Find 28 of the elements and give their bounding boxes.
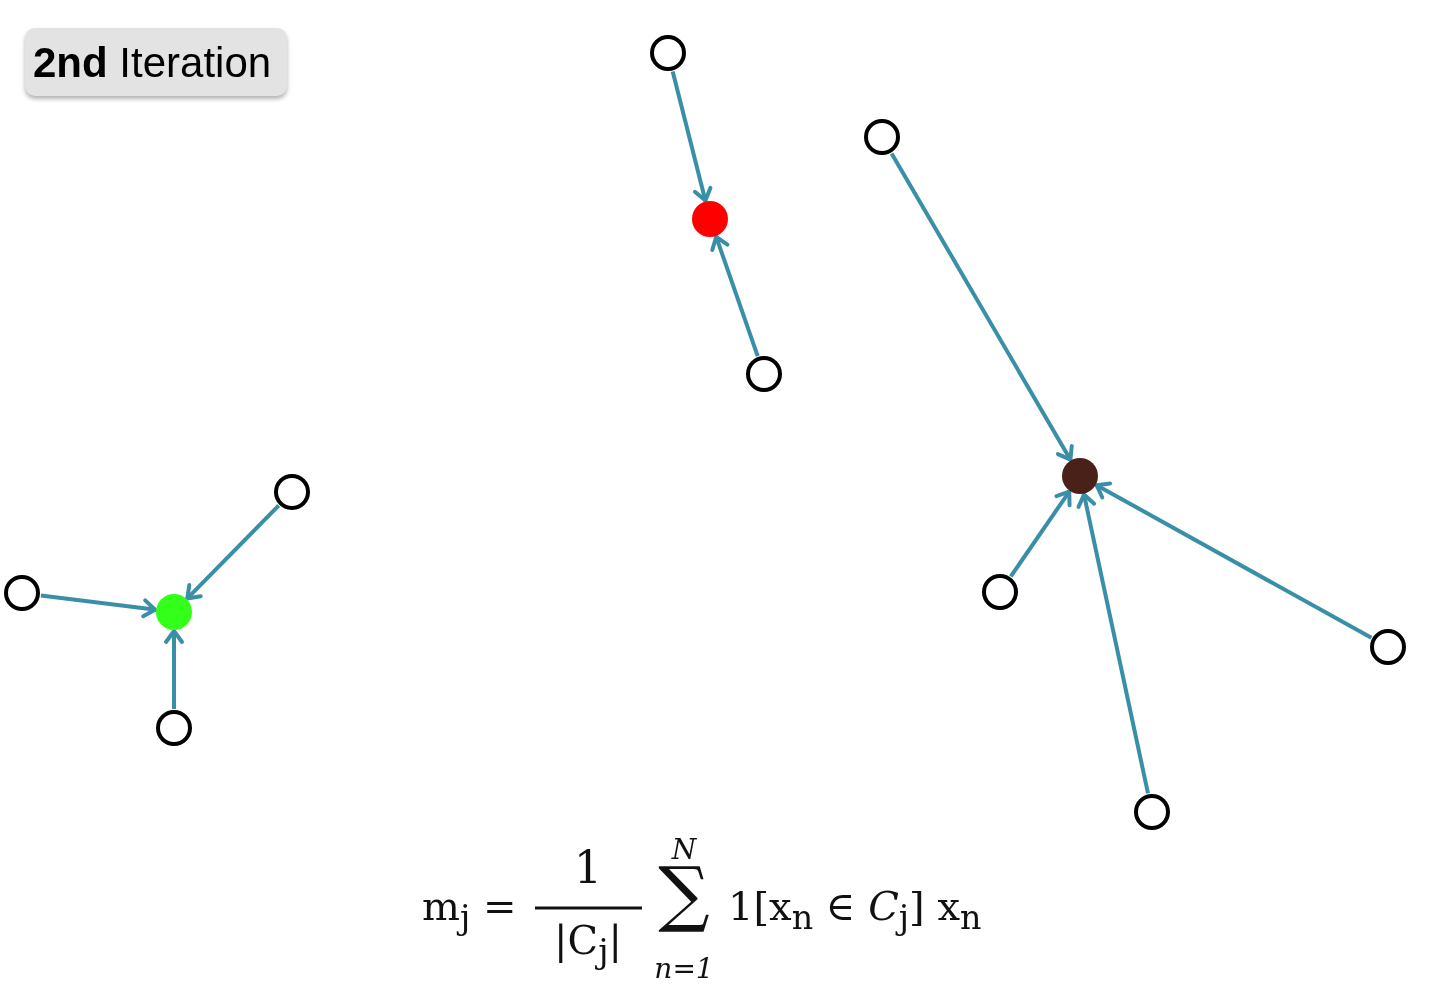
arrow (1076, 492, 1150, 794)
arrow (185, 504, 281, 601)
data-point-circle (1133, 793, 1171, 831)
data-point-circle (863, 118, 901, 156)
numerator: 1 (574, 846, 602, 890)
upper-limit: N (671, 836, 697, 864)
arrow (1094, 481, 1373, 640)
data-point-circle (1369, 628, 1407, 666)
centroid-dot (692, 201, 728, 237)
arrow (889, 152, 1074, 462)
formula-text: m$_{j}$ = (422, 886, 517, 935)
arrow (40, 593, 158, 619)
arrow (670, 70, 713, 203)
data-point-circle (155, 709, 193, 747)
data-point-circle (745, 355, 783, 393)
title-badge: 2nd Iteration (25, 28, 288, 97)
data-point-circle (273, 473, 311, 511)
centroid-dot (1062, 458, 1098, 494)
centroid-dot (156, 594, 192, 630)
lower-limit: n=1 (654, 955, 714, 983)
denominator: |C$_{j}$| (554, 920, 622, 969)
data-point-circle (3, 574, 41, 612)
arrow (710, 234, 760, 357)
data-point-circle (981, 573, 1019, 611)
data-point-circle (649, 34, 687, 72)
arrow (164, 629, 184, 709)
formula-text: 1[x$_{n}$ ∈ C$_{j}$] x$_{n}$ (728, 886, 982, 935)
arrow (1009, 489, 1072, 578)
